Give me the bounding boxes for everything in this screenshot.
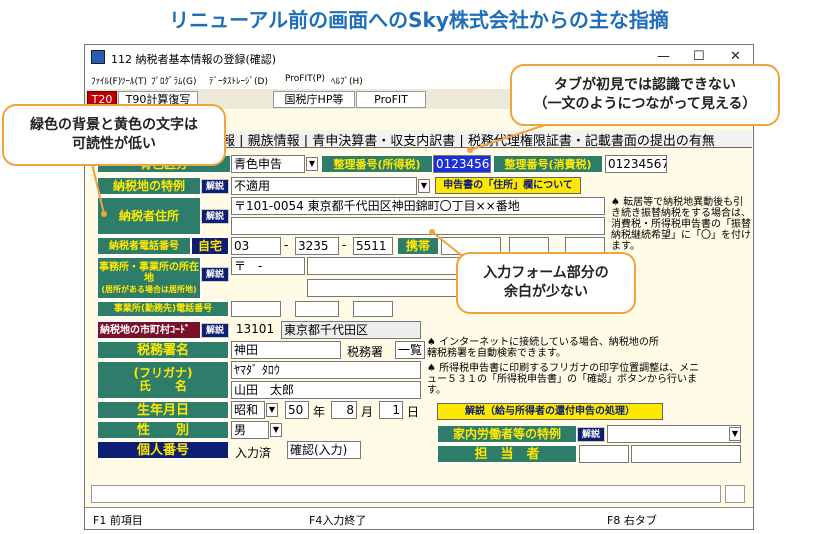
callout-color: 緑色の背景と黄色の文字は 可読性が低い <box>2 104 226 166</box>
jimusho-label: 事務所・事業所の所在地(居所がある場合は居所地) <box>97 257 201 299</box>
furigana-label: (フリガナ)氏 名 <box>97 361 229 399</box>
zeimusho-field[interactable]: 神田 <box>231 341 341 359</box>
jusho-field[interactable]: 〒101-0054 東京都千代田区神田錦町〇丁目××番地 <box>231 197 605 215</box>
status-bar: F1 前項目 F4入力終了 F8 右タブ <box>85 507 753 529</box>
jimusho-tel-label: 事業所(勤務先)電話番号 <box>97 301 229 317</box>
kaisetsu-button-shichoson[interactable]: 解説 <box>201 323 229 338</box>
shichoson-code: 13101 <box>235 322 275 336</box>
t90-button[interactable]: T90計算復写 <box>118 91 198 108</box>
kaisetsu-button-jimusho[interactable]: 解説 <box>201 267 229 282</box>
jimusho-tel-field-3[interactable] <box>353 301 393 317</box>
chevron-down-icon[interactable]: ▼ <box>418 179 430 193</box>
t20-button[interactable]: T20 <box>87 91 117 108</box>
minimize-button[interactable]: — <box>657 49 670 64</box>
seiri-label-shotoku: 整理番号(所得税) <box>321 155 433 173</box>
tokurei-label: 納税地の特例 <box>97 177 201 195</box>
tanto-label: 担 当 者 <box>437 445 577 463</box>
message-field <box>91 485 721 503</box>
kyuyo-help-button[interactable]: 解説（給与所得者の還付申告の処理） <box>437 403 663 420</box>
zeimusho-label: 税務署名 <box>97 341 229 359</box>
close-button[interactable]: ✕ <box>730 49 741 64</box>
birth-month-field[interactable]: 8 <box>331 401 357 419</box>
birth-day-field[interactable]: 1 <box>379 401 403 419</box>
tel-label: 納税者電話番号 <box>97 237 191 255</box>
maximize-button[interactable]: ☐ <box>693 49 705 64</box>
app-icon <box>91 50 105 64</box>
furigana-field[interactable]: ﾔﾏﾀﾞ ﾀﾛｳ <box>231 361 421 379</box>
seiri-label-shohi: 整理番号(消費税) <box>493 155 603 173</box>
seiri-field-shotoku[interactable]: 01234567 <box>433 155 491 173</box>
jusho-label: 納税者住所 <box>97 197 201 235</box>
shinkoku-select[interactable]: 青色申告 <box>231 155 305 173</box>
tokurei-select[interactable]: 不適用 <box>231 177 417 195</box>
era-select[interactable]: 昭和 <box>231 401 265 419</box>
tel-field-1[interactable]: 03 <box>231 237 281 255</box>
jimusho-tel-field-2[interactable] <box>295 301 339 317</box>
shimei-field[interactable]: 山田 太郎 <box>231 381 421 399</box>
jusho-help-button[interactable]: 申告書の「住所」欄について <box>435 177 581 194</box>
tel-dash: - <box>342 238 347 252</box>
tel-field-2[interactable]: 3235 <box>295 237 339 255</box>
menu-file[interactable]: ﾌｧｲﾙ(F) <box>91 77 122 87</box>
tanto-field-1[interactable] <box>579 445 629 463</box>
jimusho-tel-field-1[interactable] <box>231 301 281 317</box>
sex-select[interactable]: 男 <box>231 421 269 439</box>
kaisetsu-button-jusho[interactable]: 解説 <box>201 209 229 224</box>
ichiran-button[interactable]: 一覧 <box>395 341 425 359</box>
callout-margin: 入力フォーム部分の 余白が少ない <box>456 252 636 314</box>
chevron-down-icon[interactable]: ▼ <box>266 403 278 417</box>
f1-button[interactable]: F1 前項目 <box>93 514 143 527</box>
nen-text: 年 <box>313 405 326 419</box>
jusho-note: ♠ 転居等で納税地異動後も引き続き振替納税をする場合は、消費税・所得税申告書の「… <box>611 197 751 252</box>
kaisetsu-button-tokurei[interactable]: 解説 <box>201 179 229 194</box>
tel-field-3[interactable]: 5511 <box>353 237 393 255</box>
tsuki-text: 月 <box>361 405 374 419</box>
jusho-field-2[interactable] <box>231 217 605 235</box>
tab-strip[interactable]: 報 | 親族情報 | 青申決算書・収支内訳書 | 税務代理権限証書・記載書面の提… <box>222 130 752 148</box>
tanto-field-2[interactable] <box>631 445 741 463</box>
hi-text: 日 <box>407 405 420 419</box>
tel-type-label: 自宅 <box>191 237 229 255</box>
message-small-box <box>725 485 745 503</box>
menu-program[interactable]: ﾌﾟﾛｸﾞﾗﾑ(G) <box>151 77 197 87</box>
shichoson-name: 東京都千代田区 <box>281 321 421 339</box>
menu-datastorage[interactable]: ﾃﾞｰﾀｽﾄﾚｰｼﾞ(D) <box>209 77 268 87</box>
f4-button[interactable]: F4入力終了 <box>309 514 367 527</box>
jimusho-zip-field[interactable]: 〒 - <box>231 257 305 275</box>
page-title: リニューアル前の画面へのSky株式会社からの主な指摘 <box>169 8 669 32</box>
nta-hp-button[interactable]: 国税庁HP等 <box>273 91 355 108</box>
chevron-down-icon[interactable]: ▼ <box>306 157 318 171</box>
kanai-label: 家内労働者等の特例 <box>437 425 577 443</box>
kojin-status: 入力済 <box>235 446 272 460</box>
zeimusho-note: ♠ インターネットに接続している場合、納税地の所轄税務署を自動検索できます。 <box>427 337 659 359</box>
keitai-label: 携帯 <box>397 237 439 255</box>
f8-button[interactable]: F8 右タブ <box>607 514 657 527</box>
callout-tab: タブが初見では認識できない （一文のようにつながって見える） <box>510 64 780 126</box>
shichoson-label: 納税地の市町村ｺｰﾄﾞ <box>97 321 201 339</box>
menu-help[interactable]: ﾍﾙﾌﾟ(H) <box>331 77 363 87</box>
menu-profit[interactable]: ProFIT(P) <box>285 74 326 84</box>
birth-label: 生年月日 <box>97 401 229 419</box>
zeimusho-suffix: 税務署 <box>347 345 384 359</box>
sex-label: 性 別 <box>97 421 229 439</box>
chevron-down-icon[interactable]: ▼ <box>270 423 282 437</box>
window-title: 112 納税者基本情報の登録(確認) <box>111 53 277 66</box>
birth-year-field[interactable]: 50 <box>285 401 309 419</box>
furigana-note: ♠ 所得税申告書に印刷するフリガナの印字位置調整は、メニュー５３１の「所得税申告… <box>427 363 700 396</box>
tel-dash: - <box>284 238 289 252</box>
seiri-field-shohi[interactable]: 01234567 <box>605 155 667 173</box>
kojin-confirm-button[interactable]: 確認(入力) <box>287 441 361 459</box>
kaisetsu-button-kanai[interactable]: 解説 <box>577 427 605 442</box>
profit-button[interactable]: ProFIT <box>356 91 426 108</box>
chevron-down-icon[interactable]: ▼ <box>729 427 741 441</box>
menu-tools[interactable]: ﾂｰﾙ(T) <box>121 77 148 87</box>
kojin-label: 個人番号 <box>97 441 229 459</box>
